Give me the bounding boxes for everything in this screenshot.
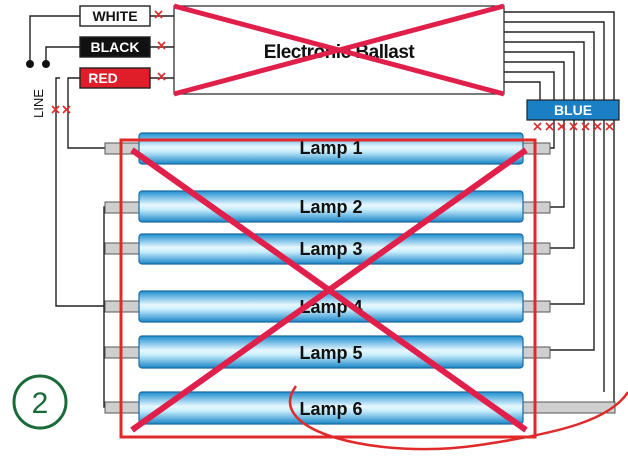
red-arc (288, 385, 628, 451)
lamp-label: Lamp 5 (299, 343, 362, 363)
line-terminals (26, 60, 50, 68)
step-badge: 2 (12, 374, 68, 430)
lamp-6: Lamp 6 (104, 391, 616, 425)
lamp-label: Lamp 3 (299, 239, 362, 259)
ballast-cross-line-2 (173, 3, 505, 97)
wire-label-black: BLACK (91, 39, 140, 55)
lamp-3: Lamp 3 (104, 233, 551, 265)
lamp-label: Lamp 6 (299, 399, 362, 419)
lamp-4: Lamp 4 (104, 290, 551, 323)
line-label: LINE (31, 89, 46, 118)
wire-tag-red: RED (79, 67, 151, 89)
lamps-cross-line-2 (130, 147, 528, 433)
lamp-label: Lamp 1 (299, 138, 362, 158)
wire-label-red: RED (88, 70, 118, 86)
electronic-ballast: Electronic Ballast (173, 3, 505, 97)
lamp-1: Lamp 1 (104, 132, 551, 165)
lamp-2: Lamp 2 (104, 190, 551, 223)
wire-label-white: WHITE (92, 8, 137, 24)
wire-tag-black: BLACK (79, 36, 151, 58)
lamps-removal-box (119, 138, 537, 439)
wire-label-blue: BLUE (554, 102, 592, 118)
cut-marks-blue (533, 122, 614, 131)
step-number: 2 (32, 387, 49, 420)
lamp-5: Lamp 5 (104, 335, 551, 369)
cut-marks-left (51, 10, 166, 114)
wire-tag-blue: BLUE (526, 99, 620, 121)
lamp-label: Lamp 2 (299, 197, 362, 217)
wire-tag-white: WHITE (79, 5, 151, 27)
